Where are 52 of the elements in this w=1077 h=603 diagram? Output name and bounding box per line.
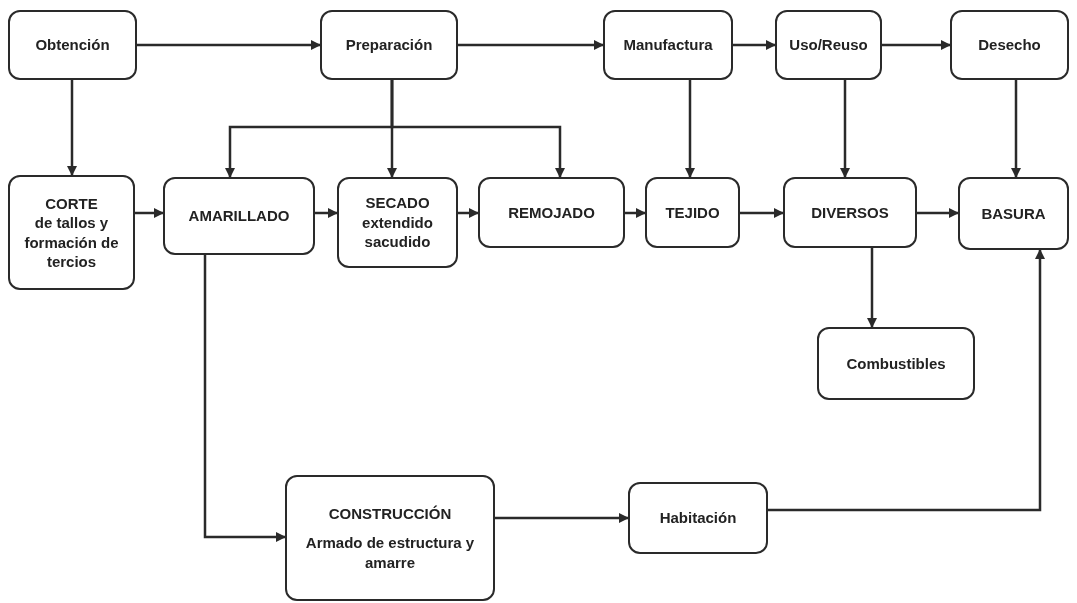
arrow bbox=[390, 80, 565, 178]
arrow bbox=[135, 208, 164, 218]
process-box bbox=[958, 177, 1069, 250]
box-text: de tallos y formación de tercios bbox=[23, 213, 120, 272]
arrow bbox=[315, 208, 338, 218]
box-title: Obtención bbox=[35, 35, 110, 55]
process-box bbox=[950, 10, 1069, 80]
process-box bbox=[478, 177, 625, 248]
arrow bbox=[882, 40, 951, 50]
process-box bbox=[775, 10, 882, 80]
box-title: Combustibles bbox=[846, 353, 946, 374]
process-box bbox=[783, 177, 917, 248]
arrow bbox=[203, 255, 286, 542]
arrow bbox=[67, 80, 77, 176]
process-box bbox=[285, 475, 495, 601]
arrow bbox=[733, 40, 776, 50]
box-title: Habitación bbox=[659, 508, 737, 528]
process-box bbox=[645, 177, 740, 248]
box-title: Preparación bbox=[345, 35, 433, 55]
process-box bbox=[8, 10, 137, 80]
box-title: Desecho bbox=[978, 35, 1041, 55]
arrow bbox=[495, 513, 629, 523]
arrow bbox=[768, 249, 1045, 512]
box-text: Armado de estructura y amarre bbox=[304, 533, 476, 573]
box-title: REMOJADO bbox=[508, 202, 595, 223]
box-title: Manufactura bbox=[623, 35, 713, 55]
process-box bbox=[817, 327, 975, 400]
arrow bbox=[625, 208, 646, 218]
process-box bbox=[628, 482, 768, 554]
box-title: CONSTRUCCIÓN bbox=[328, 503, 452, 524]
arrow bbox=[740, 208, 784, 218]
box-title: TEJIDO bbox=[665, 202, 720, 223]
box-title: CORTE bbox=[45, 193, 98, 213]
arrow bbox=[840, 80, 850, 178]
process-box bbox=[163, 177, 315, 255]
arrow bbox=[137, 40, 321, 50]
arrow bbox=[458, 208, 479, 218]
box-text: extendido sacudido bbox=[361, 212, 434, 252]
arrow bbox=[685, 80, 695, 178]
arrow bbox=[867, 248, 877, 328]
arrow bbox=[917, 208, 959, 218]
process-box bbox=[8, 175, 135, 290]
box-title: AMARILLADO bbox=[188, 206, 290, 226]
box-title: DIVERSOS bbox=[811, 202, 889, 223]
process-box bbox=[337, 177, 458, 268]
process-box bbox=[603, 10, 733, 80]
arrow bbox=[458, 40, 604, 50]
box-title: Uso/Reuso bbox=[789, 35, 868, 55]
box-title: BASURA bbox=[981, 203, 1046, 224]
process-box bbox=[320, 10, 458, 80]
arrow bbox=[1011, 80, 1021, 178]
box-title: SECADO bbox=[365, 193, 430, 213]
